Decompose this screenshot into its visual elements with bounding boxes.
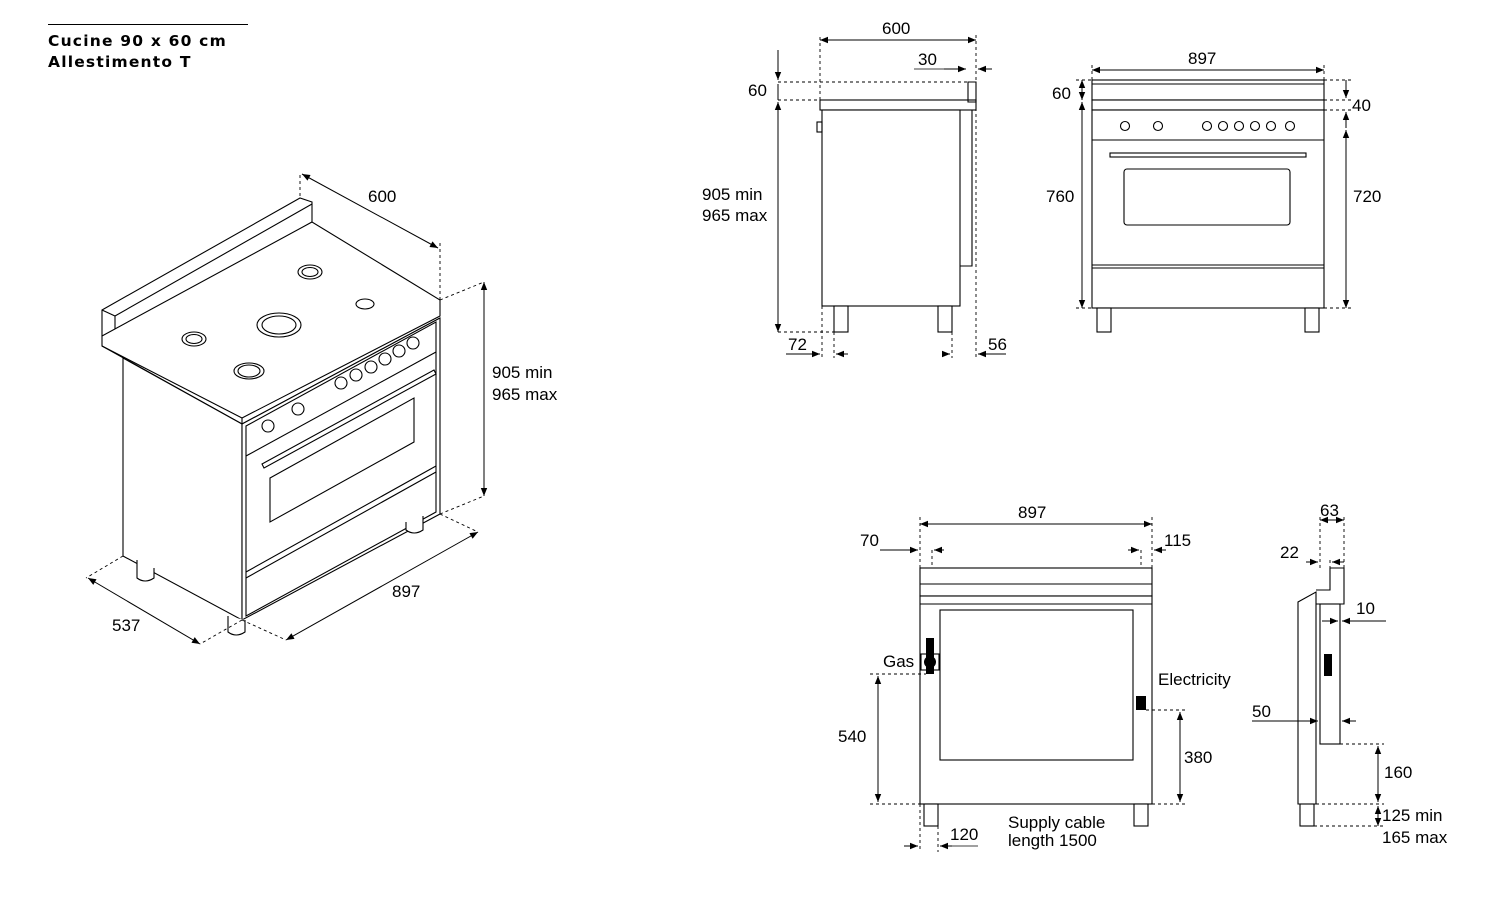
rear-body (919, 595, 1153, 805)
burner-rear-right-icon (297, 264, 323, 280)
rear-side-foot-max-label: 165 max (1382, 828, 1448, 847)
burner-rear-left-icon (181, 331, 207, 347)
knob-icon (392, 344, 406, 358)
rear-side-backguard (1316, 567, 1345, 605)
rear-right-offset-label: 115 (1164, 531, 1191, 550)
side-body (821, 109, 961, 307)
rear-view: 897 70 115 Gas 540 Electricity 380 120 (838, 503, 1231, 852)
side-height-min-label: 905 min (702, 185, 762, 204)
title-line-2: Allestimento T (48, 53, 192, 71)
title-line-1: Cucine 90 x 60 cm (48, 32, 227, 50)
front-knobs (1119, 120, 1296, 132)
knob-icon (1284, 120, 1296, 132)
knob-icon (1265, 120, 1277, 132)
side-backguard-height-label: 60 (748, 81, 767, 100)
front-body-height-label: 760 (1046, 187, 1074, 206)
oven-handle (261, 369, 437, 469)
side-front-foot-label: 72 (788, 335, 807, 354)
side-backguard-depth-label: 30 (918, 50, 937, 69)
side-backguard (967, 81, 977, 103)
electricity-height-label: 380 (1184, 748, 1212, 767)
knob-icon (1217, 120, 1229, 132)
rear-side-foot (1299, 803, 1315, 827)
knob-icon (291, 402, 305, 416)
front-backguard-height-label: 60 (1052, 84, 1071, 103)
knob-icon (364, 360, 378, 374)
rear-side-connection-height-label: 160 (1384, 763, 1412, 782)
burner-wok-icon (256, 312, 302, 338)
rear-side-panel-offset-label: 10 (1356, 599, 1375, 618)
rear-panel (939, 609, 1134, 761)
front-body (1091, 109, 1325, 309)
electricity-label: Electricity (1158, 670, 1231, 689)
gas-label: Gas (883, 652, 914, 671)
front-foot (1304, 307, 1320, 333)
rear-left-offset-label: 70 (860, 531, 879, 550)
rear-side-foot-min-label: 125 min (1382, 806, 1442, 825)
knob-icon (1119, 120, 1131, 132)
knob-icon (378, 352, 392, 366)
rear-foot (1133, 803, 1149, 827)
knob-icon (334, 376, 348, 390)
front-width-label: 897 (1188, 49, 1216, 68)
oven-window (269, 397, 415, 523)
perspective-height-max-label: 965 max (492, 385, 558, 404)
front-oven-window (1123, 168, 1291, 226)
knob-icon (261, 419, 275, 433)
perspective-height-min-label: 905 min (492, 363, 552, 382)
rear-side-connection-icon (1324, 654, 1332, 676)
rear-top (919, 567, 1153, 597)
side-foot (937, 305, 953, 333)
control-knobs (261, 336, 420, 433)
side-cooktop (819, 99, 977, 111)
perspective-depth-label: 600 (368, 187, 396, 206)
burner-small-icon (355, 298, 375, 310)
cable-line-1: Supply cable (1008, 813, 1105, 832)
side-rear-foot-label: 56 (988, 335, 1007, 354)
knob-icon (1249, 120, 1261, 132)
front-foot (1096, 307, 1112, 333)
side-depth-label: 600 (882, 19, 910, 38)
rear-foot-offset-label: 120 (950, 825, 978, 844)
knob-icon (1152, 120, 1164, 132)
perspective-side-depth-label: 537 (112, 616, 140, 635)
knob-icon (349, 368, 363, 382)
rear-side-body (1297, 591, 1317, 805)
side-foot (833, 305, 849, 333)
front-door-height-label: 720 (1353, 187, 1381, 206)
front-top-band-label: 40 (1352, 96, 1371, 115)
knob-icon (1233, 120, 1245, 132)
rear-side-view: 63 22 10 50 160 125 min 165 max (1252, 501, 1448, 847)
gas-height-label: 540 (838, 727, 866, 746)
perspective-view: 600 905 min 965 max 897 537 (85, 172, 558, 645)
knob-icon (1201, 120, 1213, 132)
knob-icon (406, 336, 420, 350)
electricity-connection-icon (1136, 696, 1146, 710)
rear-foot (923, 803, 939, 827)
rear-side-gas-depth-label: 50 (1252, 702, 1271, 721)
front-backguard (1091, 79, 1325, 101)
front-view: 897 60 40 760 720 (1046, 49, 1381, 333)
rear-side-top-depth-label: 63 (1320, 501, 1339, 520)
front-cooktop (1091, 99, 1325, 111)
side-view: 600 30 60 905 min 965 max 72 56 (702, 19, 1007, 358)
rear-width-label: 897 (1018, 503, 1046, 522)
cable-line-2: length 1500 (1008, 831, 1097, 850)
perspective-width-label: 897 (392, 582, 420, 601)
front-oven-handle (1109, 152, 1307, 158)
rear-side-backguard-offset-label: 22 (1280, 543, 1299, 562)
side-height-max-label: 965 max (702, 206, 768, 225)
burner-front-icon (233, 362, 265, 380)
drawing-title: Cucine 90 x 60 cm Allestimento T (48, 24, 248, 73)
